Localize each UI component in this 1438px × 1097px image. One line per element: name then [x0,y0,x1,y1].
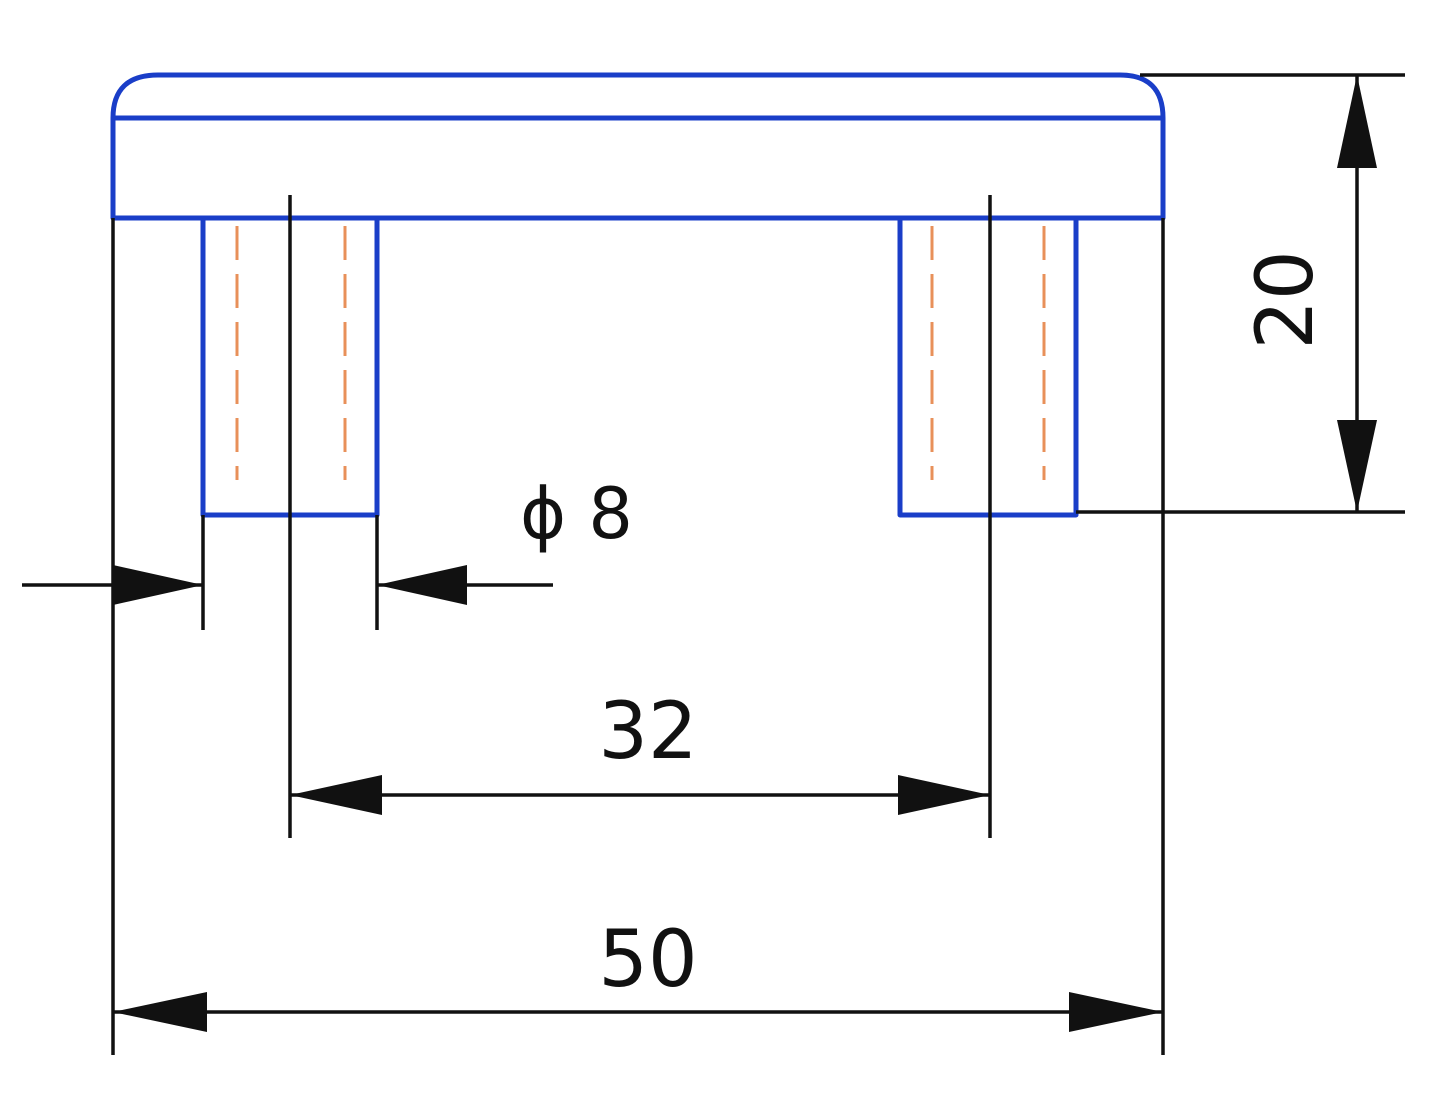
arrow-20-top [1337,75,1377,168]
dimension-overall-width: 50 [113,915,1163,1032]
dimension-hole-spacing: 32 [290,687,990,815]
dim-text-phi8: ϕ 8 [520,473,633,555]
arrow-32-right [898,775,990,815]
dim-text-50: 50 [598,915,697,1005]
arrow-50-left [113,992,207,1032]
dim-text-20: 20 [1241,250,1331,349]
arrow-32-left [290,775,382,815]
dimension-height: 20 [1241,75,1377,512]
cap-top-outline [110,72,1166,221]
part-outline [110,72,1166,518]
dim-text-32: 32 [598,687,697,777]
hidden-lines [235,226,1046,480]
extension-lines [111,73,1405,1055]
arrow-phi8-left [113,565,203,605]
arrow-50-right [1069,992,1163,1032]
arrow-phi8-right [377,565,467,605]
arrow-20-bottom [1337,420,1377,512]
right-leg-outline [897,218,1079,518]
dimension-hole-diameter: ϕ 8 [22,473,633,605]
